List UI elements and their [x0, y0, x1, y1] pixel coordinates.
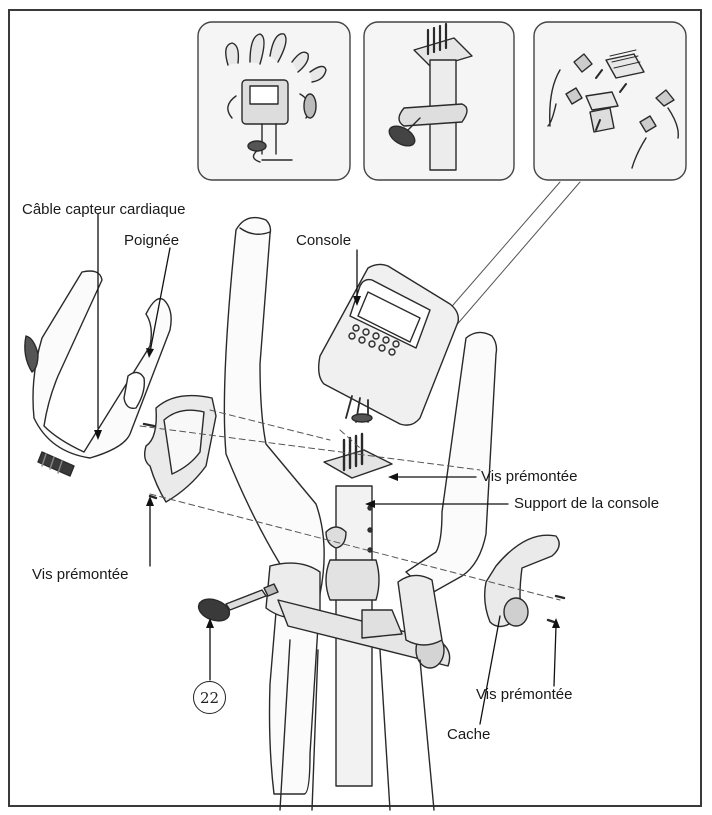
- left-handle: [24, 270, 172, 477]
- left-upright-arm: [223, 216, 325, 795]
- label-vis-premontee-left: Vis prémontée: [32, 566, 129, 583]
- label-cable-capteur: Câble capteur cardiaque: [22, 201, 186, 218]
- label-vis-premontee-bottom: Vis prémontée: [476, 686, 573, 703]
- right-cover: [483, 534, 566, 628]
- console-unit: [317, 263, 460, 426]
- console-wiring-detail: [197, 21, 351, 181]
- label-support-console: Support de la console: [514, 495, 660, 512]
- leader-lines: [97, 213, 557, 725]
- alignment-lines: [139, 409, 561, 601]
- label-vis-premontee-right: Vis prémontée: [481, 468, 578, 485]
- console-bracket-detail: [363, 21, 515, 181]
- label-poignee: Poignée: [124, 232, 180, 249]
- leader-arrowheads: [94, 296, 560, 628]
- part-number-callout: 22: [193, 681, 226, 714]
- label-console: Console: [296, 232, 352, 249]
- end-cap-22: [197, 583, 279, 622]
- left-cover: [142, 394, 217, 503]
- lower-frame: [265, 562, 451, 811]
- label-cache: Cache: [447, 726, 491, 743]
- right-upright-arm: [405, 331, 498, 595]
- cable-connector-detail: [533, 21, 687, 181]
